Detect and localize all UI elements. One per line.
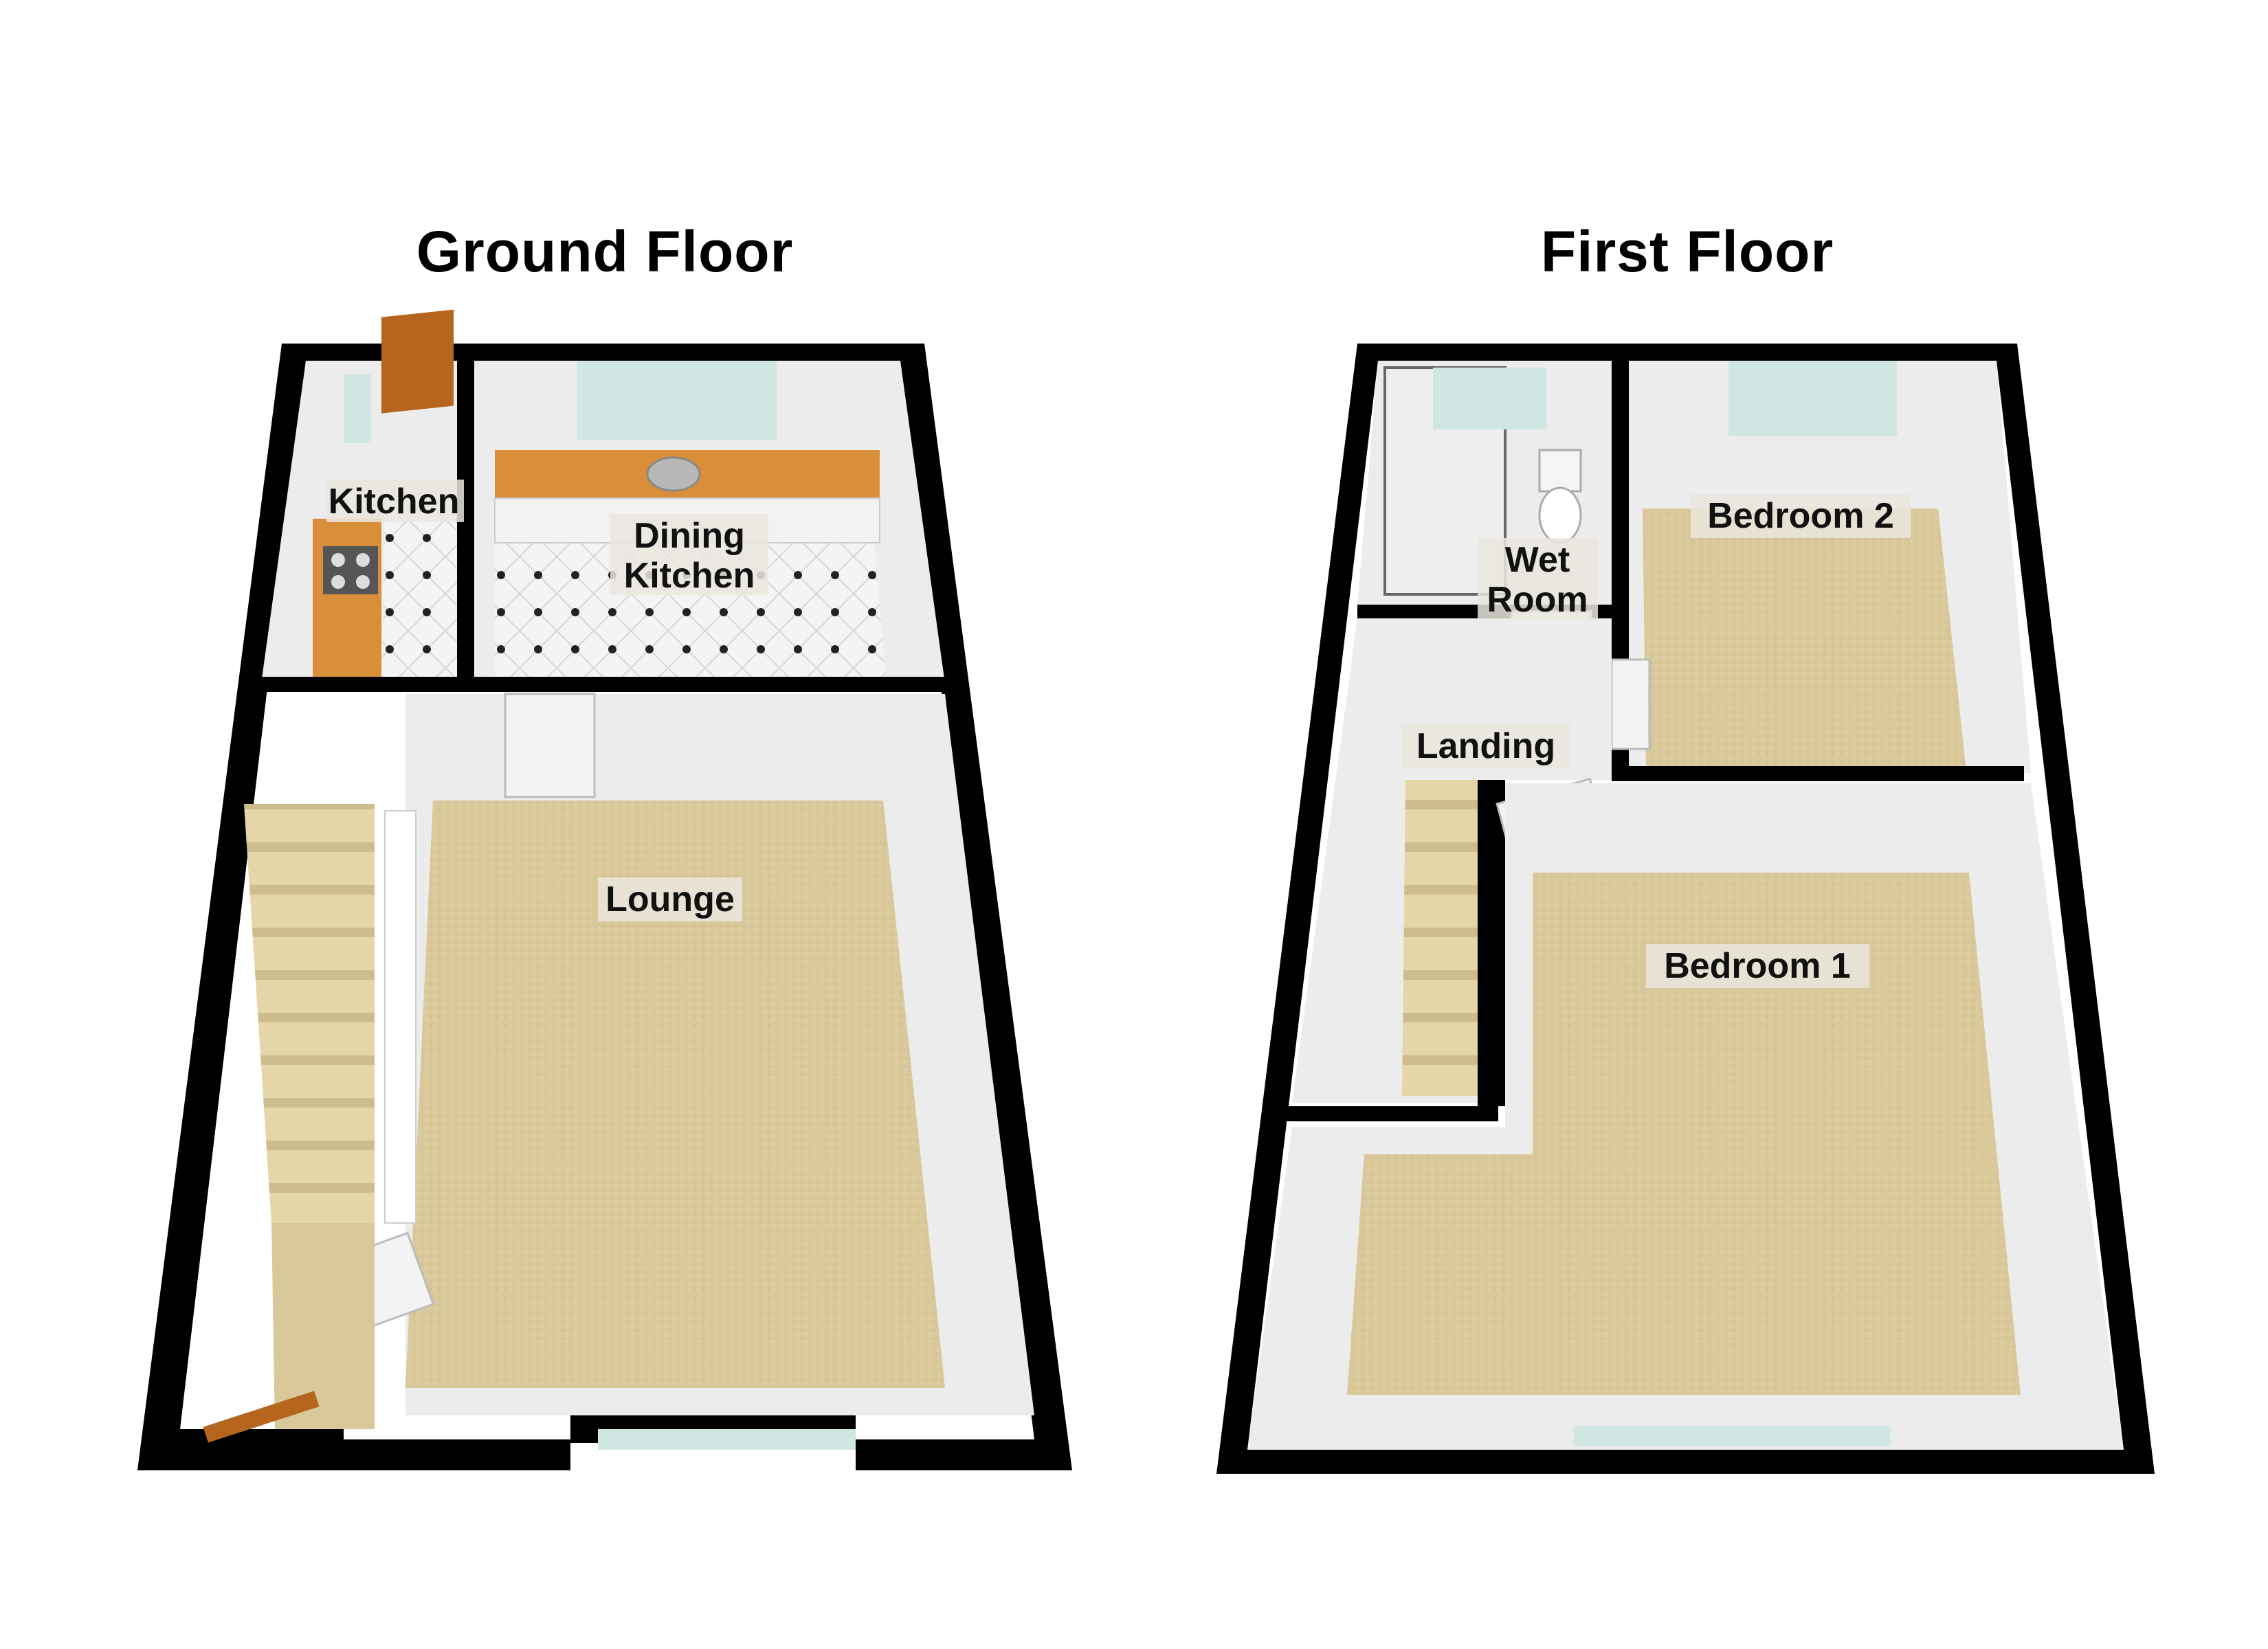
lounge-label: Lounge [605,879,735,919]
burner-icon [331,575,345,589]
bedroom-2-label-bg [1691,494,1911,538]
sink-icon [646,456,701,492]
stair-partition [384,810,416,1224]
bedroom-1-room [1247,783,2124,1450]
wet-room-label-line2: Room [1487,580,1588,620]
kitchen-floor [381,512,457,684]
dining-kitchen-label-bg [610,514,768,595]
bedroom-1-window [1574,1426,1890,1446]
ground-floor-plan: Ground Floor [137,219,1072,1470]
bedroom-2-cross-wall [1612,766,2024,781]
landing-label-bg [1402,724,1570,768]
lounge-carpet [405,800,945,1388]
bedroom-2-door-icon [1610,658,1651,750]
bedroom-2-carpet [1643,508,1966,766]
dining-kitchen-floor [495,526,887,684]
hallway-floor [271,1223,375,1429]
stairwell-wall [1478,780,1505,1106]
first-floor-title: First Floor [1541,219,1834,284]
wet-room-label-line1: Wet [1505,540,1570,580]
landing-label: Landing [1416,726,1555,766]
bedroom-2-room [1511,361,2031,781]
ground-floor-cross-wall [261,677,948,692]
ground-floor-staircase [203,804,375,1443]
wet-room-window [1433,368,1546,429]
lounge-window [598,1429,856,1450]
wet-room-label-bg [1478,538,1598,619]
kitchen-label: Kitchen [329,482,460,521]
first-floor-plan: First Floor [1216,219,2155,1474]
kitchen-window [344,374,371,443]
lounge-door-icon [504,693,596,798]
burner-icon [331,553,345,567]
landing-stairs-icon [1402,780,1478,1096]
lounge-room [335,693,1034,1450]
bedroom-2-label: Bedroom 2 [1707,496,1894,536]
front-door-icon [203,1391,320,1443]
cistern-icon [1538,449,1582,493]
ground-floor-title: Ground Floor [416,219,794,284]
dining-kitchen-window [577,361,777,440]
hob-icon [323,546,378,594]
toilet-icon [1538,486,1582,544]
bedroom-1-label: Bedroom 1 [1664,946,1851,986]
burner-icon [356,575,370,589]
dining-kitchen-label-line2: Kitchen [624,556,755,596]
bedroom-1-carpet [1347,873,2021,1395]
bedroom-1-label-bg [1646,944,1869,988]
lounge-label-bg [598,877,742,921]
stairs-icon [244,804,375,1223]
dining-kitchen-label-line1: Dining [634,516,745,556]
stairwell-cross-wall [1285,1106,1498,1121]
burner-icon [356,553,370,567]
back-door-icon [381,309,454,414]
bedroom-2-window [1728,361,1897,436]
kitchen-worktop [313,519,381,684]
kitchen-label-bg [326,480,464,522]
